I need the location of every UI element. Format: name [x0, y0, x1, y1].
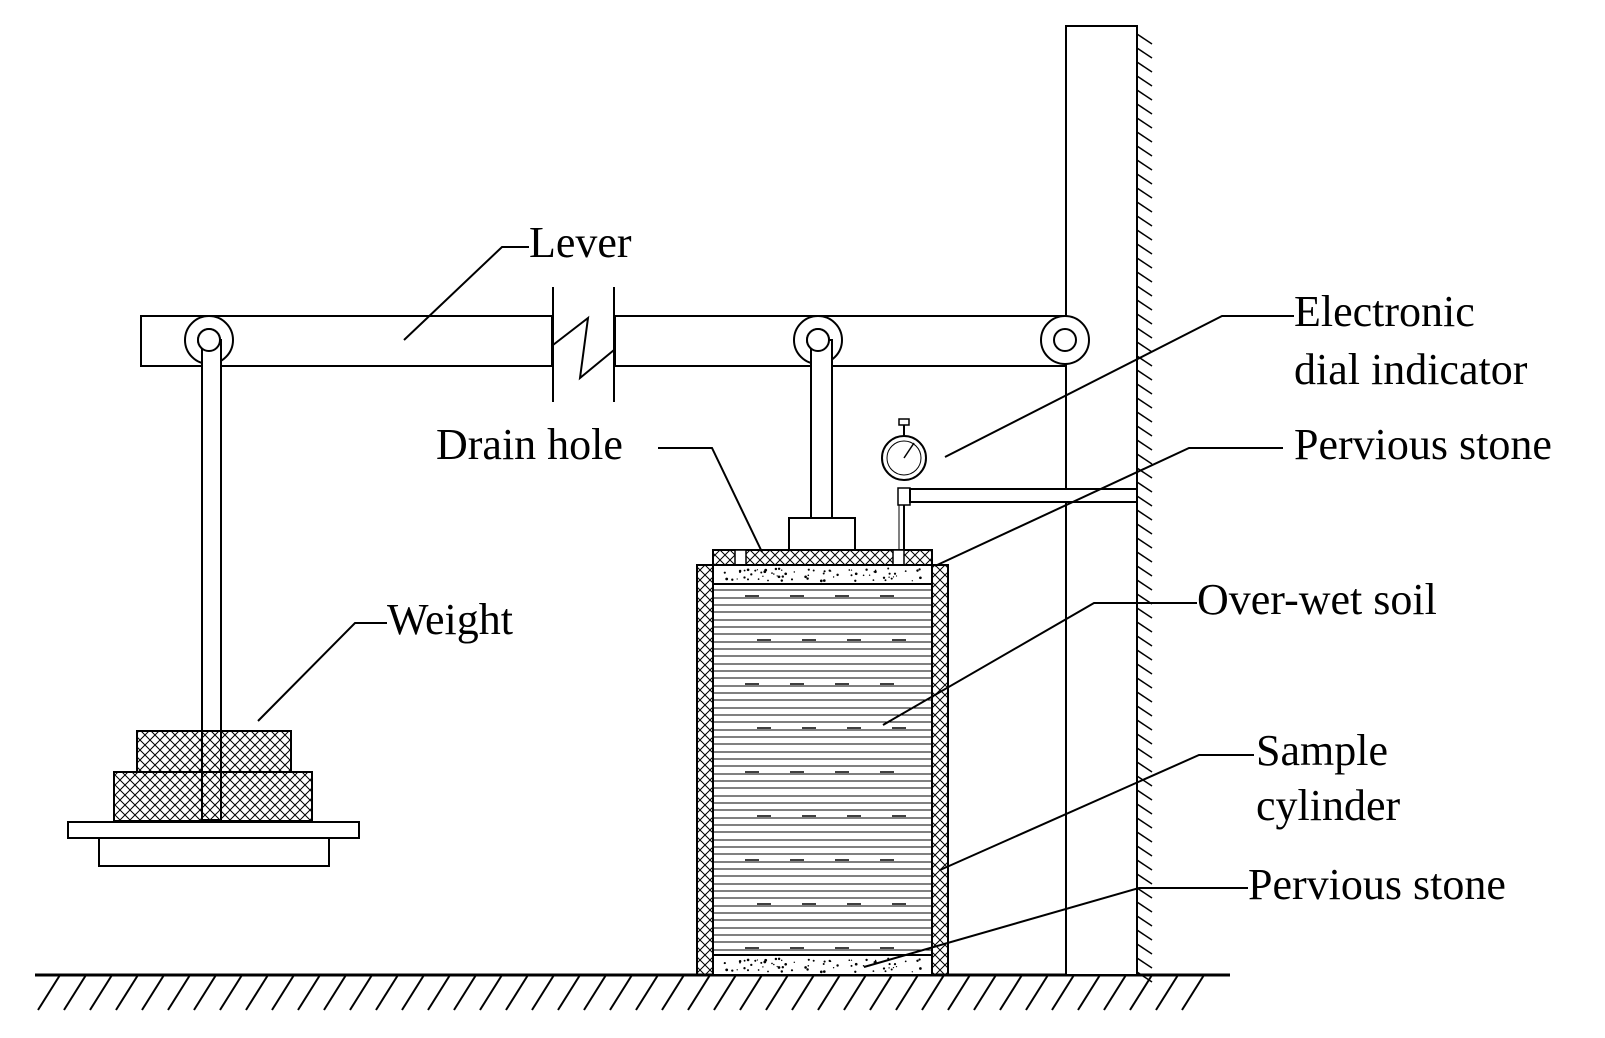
ground [35, 973, 1230, 1011]
dial-cap [898, 418, 910, 426]
leader-lines [257, 246, 1294, 968]
label-lever: Lever [529, 218, 632, 267]
drain-hole-left [734, 549, 747, 566]
leader-electronic-dial [944, 315, 1294, 458]
weight-base [98, 837, 330, 867]
pervious-stone-bottom [712, 954, 933, 976]
label-over-wet-soil: Over-wet soil [1197, 575, 1437, 624]
loading-assembly [712, 328, 933, 566]
leader-over-wet-soil [882, 602, 1197, 726]
pervious-stone-bottom-texture [723, 957, 922, 974]
labels: Lever Electronic dial indicator Drain ho… [387, 218, 1552, 909]
leader-weight [257, 622, 387, 722]
leader-drain-hole [658, 447, 763, 553]
leader-lever [403, 246, 529, 341]
label-sample-cylinder-line1: Sample [1256, 726, 1388, 775]
dial-arm [909, 488, 1138, 503]
label-pervious-stone-bottom: Pervious stone [1248, 860, 1506, 909]
lever-beam [140, 287, 1066, 402]
label-sample-cylinder-line2: cylinder [1256, 781, 1401, 830]
weight-assembly [67, 328, 360, 867]
label-weight: Weight [387, 595, 513, 644]
lever-break-zigzag [552, 315, 615, 381]
sample-cylinder [696, 564, 949, 976]
pin-fulcrum [1040, 315, 1090, 365]
weight-plate [67, 821, 360, 839]
label-drain-hole: Drain hole [436, 420, 623, 469]
cylinder-wall-left [696, 564, 714, 976]
weight-block-top [136, 730, 292, 773]
over-wet-soil [712, 583, 933, 956]
ground-hatch [37, 974, 1205, 1011]
loading-rod [810, 339, 833, 519]
drain-hole-right [892, 549, 905, 566]
dial-bracket-block [897, 487, 911, 506]
label-electronic-dial-line2: dial indicator [1294, 345, 1528, 394]
support-frame [1065, 25, 1153, 983]
over-wet-soil-dashes [745, 595, 906, 949]
label-electronic-dial-line1: Electronic [1294, 287, 1475, 336]
leader-pervious-stone-top [934, 447, 1283, 567]
weight-block-bottom [113, 771, 313, 822]
pervious-stone-top-texture [723, 567, 922, 583]
cylinder-wall-right [931, 564, 949, 976]
wall-hatch [1136, 33, 1153, 983]
label-pervious-stone-top: Pervious stone [1294, 420, 1552, 469]
dial-needle [903, 442, 915, 459]
leader-pervious-stone-bottom [863, 887, 1248, 968]
dial-indicator [881, 418, 1138, 550]
leader-sample-cylinder [939, 754, 1254, 871]
loading-cap [788, 517, 856, 551]
